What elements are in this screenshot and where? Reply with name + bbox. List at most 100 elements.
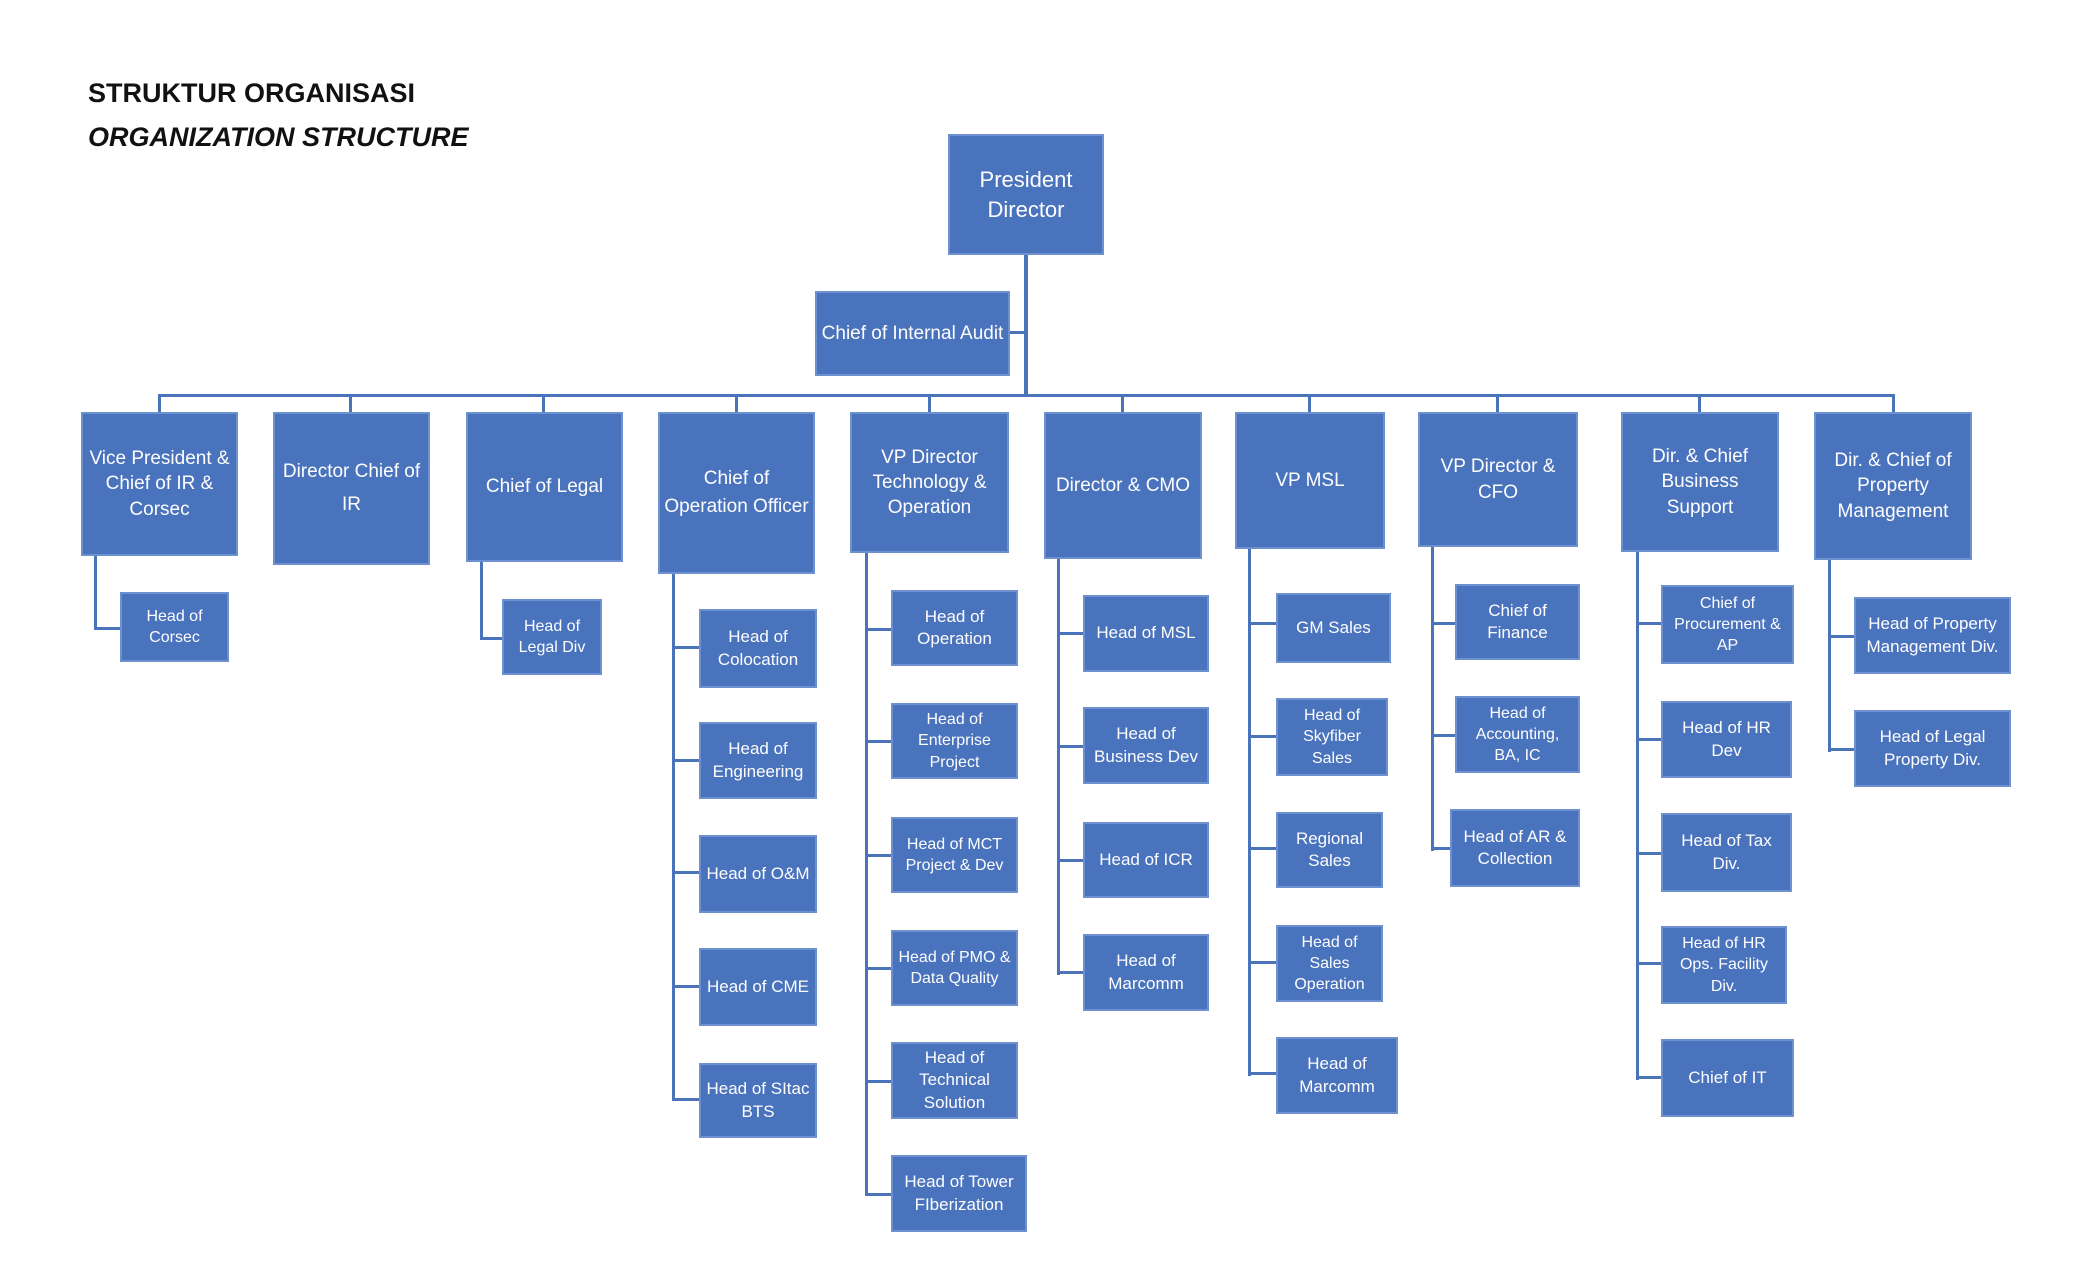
org-node-head-of-mct-project-dev: Head of MCT Project & Dev	[891, 817, 1018, 893]
connector-line	[1636, 852, 1661, 855]
connector-line	[1698, 394, 1701, 412]
org-node-head-of-msl: Head of MSL	[1083, 595, 1209, 672]
org-node-head-of-sitac-bts: Head of SItac BTS	[699, 1063, 817, 1138]
org-node-head-of-legal-div: Head of Legal Div	[502, 599, 602, 675]
connector-line	[158, 394, 1895, 397]
org-node-head-of-skyfiber-sales: Head of Skyfiber Sales	[1276, 698, 1388, 776]
org-node-head-of-legal-property-div: Head of Legal Property Div.	[1854, 710, 2011, 787]
connector-line	[865, 967, 891, 970]
connector-line	[1431, 734, 1455, 737]
connector-line	[1248, 622, 1276, 625]
org-node-head-of-corsec: Head of Corsec	[120, 592, 229, 662]
connector-line	[1057, 632, 1083, 635]
connector-line	[1431, 847, 1455, 850]
connector-line	[1057, 558, 1060, 975]
org-node-vp-director-cfo: VP Director & CFO	[1418, 412, 1578, 547]
connector-line	[480, 637, 502, 640]
connector-line	[865, 1080, 891, 1083]
connector-line	[672, 759, 699, 762]
org-node-head-of-marcomm-cmo: Head of Marcomm	[1083, 934, 1209, 1011]
org-node-head-of-hr-dev: Head of HR Dev	[1661, 701, 1792, 778]
org-node-head-of-business-dev: Head of Business Dev	[1083, 707, 1209, 784]
connector-line	[1057, 745, 1083, 748]
connector-line	[1828, 560, 1831, 752]
connector-line	[1057, 971, 1083, 974]
connector-line	[865, 628, 891, 631]
org-node-chief-of-finance: Chief of Finance	[1455, 584, 1580, 660]
org-node-head-of-cme: Head of CME	[699, 948, 817, 1026]
connector-line	[1636, 738, 1661, 741]
connector-line	[1248, 549, 1251, 1076]
org-node-head-of-sales-operation: Head of Sales Operation	[1276, 925, 1383, 1002]
connector-line	[672, 573, 675, 1101]
org-node-head-of-om: Head of O&M	[699, 835, 817, 913]
org-node-chief-of-procurement-ap: Chief of Procurement & AP	[1661, 585, 1794, 664]
org-node-head-of-operation: Head of Operation	[891, 590, 1018, 666]
org-node-head-of-enterprise-project: Head of Enterprise Project	[891, 703, 1018, 779]
connector-line	[1828, 748, 1854, 751]
connector-line	[1248, 735, 1276, 738]
connector-line	[542, 394, 545, 412]
org-node-head-of-tax-div: Head of Tax Div.	[1661, 813, 1792, 892]
connector-line	[94, 627, 120, 630]
org-node-chief-of-legal: Chief of Legal	[466, 412, 623, 562]
connector-line	[865, 854, 891, 857]
org-node-vp-director-technology-operation: VP Director Technology & Operation	[850, 412, 1009, 553]
connector-line	[865, 1193, 891, 1196]
connector-line	[865, 553, 868, 1196]
connector-line	[1431, 622, 1455, 625]
connector-line	[672, 871, 699, 874]
org-node-head-of-colocation: Head of Colocation	[699, 609, 817, 688]
connector-line	[1496, 394, 1499, 412]
connector-line	[865, 740, 891, 743]
connector-line	[1892, 394, 1895, 412]
org-node-dir-chief-property-management: Dir. & Chief of Property Management	[1814, 412, 1972, 560]
org-node-chief-operation-officer: Chief of Operation Officer	[658, 412, 815, 574]
connector-line	[1828, 635, 1854, 638]
page-title-id: STRUKTUR ORGANISASI	[88, 78, 416, 108]
connector-line	[158, 394, 161, 412]
org-node-head-of-accounting-ba-ic: Head of Accounting, BA, IC	[1455, 696, 1580, 773]
connector-line	[1308, 394, 1311, 412]
connector-line	[1057, 859, 1083, 862]
connector-line	[94, 556, 97, 630]
connector-line	[1636, 551, 1639, 1080]
org-node-head-of-pmo-data-quality: Head of PMO & Data Quality	[891, 930, 1018, 1006]
connector-line	[1636, 1076, 1661, 1079]
connector-line	[1636, 962, 1661, 965]
org-node-president-director: President Director	[948, 134, 1104, 255]
org-node-dir-chief-business-support: Dir. & Chief Business Support	[1621, 412, 1779, 552]
org-node-head-of-hr-ops-facility-div: Head of HR Ops. Facility Div.	[1661, 926, 1787, 1004]
org-node-head-of-engineering: Head of Engineering	[699, 722, 817, 799]
org-node-gm-sales: GM Sales	[1276, 593, 1391, 663]
connector-line	[672, 646, 699, 649]
org-node-chief-internal-audit: Chief of Internal Audit	[815, 291, 1010, 376]
connector-line	[1121, 394, 1124, 412]
connector-line	[1248, 1072, 1276, 1075]
org-node-head-of-technical-solution: Head of Technical Solution	[891, 1042, 1018, 1119]
org-node-head-of-ar-collection: Head of AR & Collection	[1450, 809, 1580, 887]
org-node-head-of-tower-fiberization: Head of Tower FIberization	[891, 1155, 1027, 1232]
connector-line	[1248, 847, 1276, 850]
connector-line	[1010, 331, 1026, 334]
connector-line	[735, 394, 738, 412]
org-node-head-of-icr: Head of ICR	[1083, 822, 1209, 898]
connector-line	[1248, 961, 1276, 964]
connector-line	[1431, 547, 1434, 851]
connector-line	[349, 394, 352, 412]
connector-line	[928, 394, 931, 412]
connector-line	[1636, 622, 1661, 625]
connector-line	[672, 985, 699, 988]
connector-line	[1024, 255, 1028, 394]
org-node-head-of-marcomm-msl: Head of Marcomm	[1276, 1037, 1398, 1114]
org-node-vp-msl: VP MSL	[1235, 412, 1385, 549]
connector-line	[480, 562, 483, 640]
org-node-head-of-property-management-div: Head of Property Management Div.	[1854, 597, 2011, 674]
org-node-director-chief-of-ir: Director Chief of IR	[273, 412, 430, 565]
page-title-en: ORGANIZATION STRUCTURE	[88, 122, 469, 152]
org-node-chief-of-it: Chief of IT	[1661, 1039, 1794, 1117]
org-node-regional-sales: Regional Sales	[1276, 812, 1383, 888]
org-node-director-cmo: Director & CMO	[1044, 412, 1202, 559]
org-node-vp-chief-ir-corsec: Vice President & Chief of IR & Corsec	[81, 412, 238, 556]
